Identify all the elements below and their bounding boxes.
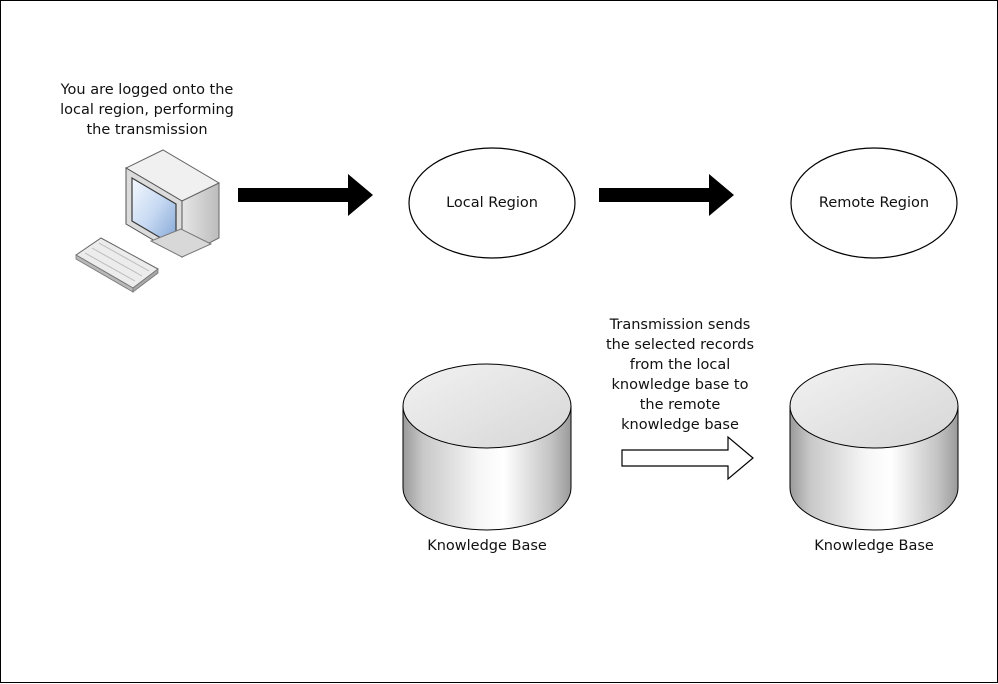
kb-local-label: Knowledge Base (427, 538, 547, 554)
remote-region-label: Remote Region (818, 195, 930, 211)
arrow-to-remote-region (599, 174, 734, 216)
database-icon (789, 363, 959, 531)
kb-remote-label: Knowledge Base (814, 538, 934, 554)
database-icon (402, 363, 572, 531)
transmission-note: Transmission sends the selected records … (605, 317, 755, 433)
keyboard-icon (75, 237, 159, 293)
user-note: You are logged onto the local region, pe… (60, 82, 234, 138)
arrow-to-local-region (238, 174, 373, 216)
local-region-ellipse (408, 147, 576, 259)
computer-icon (124, 149, 221, 258)
local-region-label: Local Region (446, 195, 538, 211)
transmission-arrow (621, 435, 754, 481)
remote-region-ellipse (790, 147, 958, 259)
